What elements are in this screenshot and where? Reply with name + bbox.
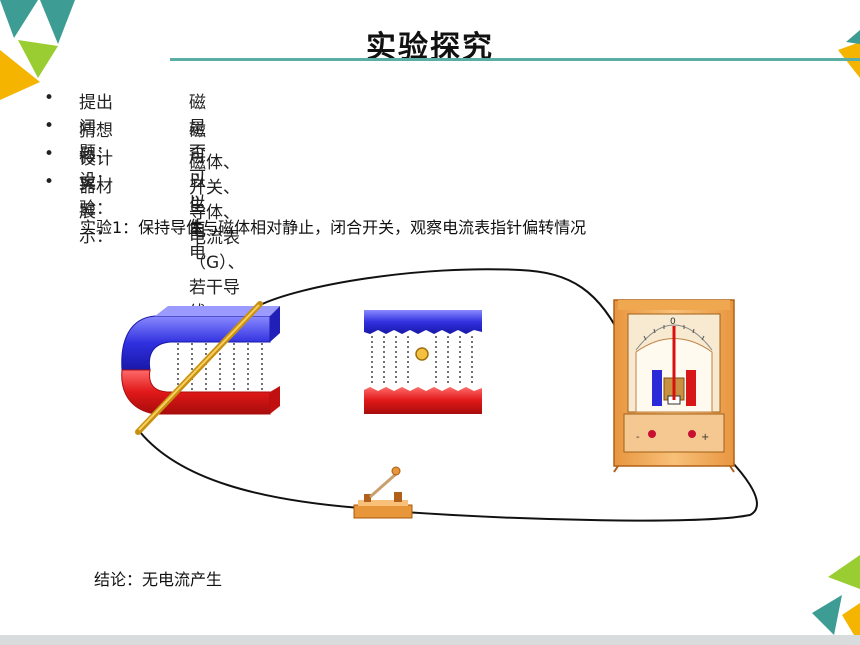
scale-tick xyxy=(692,328,695,334)
triangle-teal xyxy=(812,595,842,635)
switch-handle xyxy=(391,466,401,476)
scale-tick xyxy=(643,335,647,341)
galvanometer: 0 - + xyxy=(613,299,735,473)
bullet-mark: • xyxy=(44,116,55,136)
switch-clip-right xyxy=(394,492,402,502)
cross-section-north-pole xyxy=(364,310,482,334)
bullet-label: 提出问题： xyxy=(79,93,113,163)
corner-decoration-top-left xyxy=(0,0,75,100)
scale-tick xyxy=(701,335,705,341)
triangle-green xyxy=(828,555,860,589)
terminal-plus-label: + xyxy=(701,432,709,443)
meter-scale-arc xyxy=(635,324,713,351)
conductor-rod-highlight xyxy=(138,304,260,431)
bullet-value: 磁是否可以生电 xyxy=(189,93,206,263)
magnet-south-end-face xyxy=(270,386,280,414)
meter-magnet-blue xyxy=(652,370,662,406)
horseshoe-magnet xyxy=(121,306,280,415)
magnet-north-top-face xyxy=(155,306,280,316)
scale-tick xyxy=(653,328,656,334)
knife-switch xyxy=(353,466,413,519)
bullet-label: 猜想假设： xyxy=(79,121,113,191)
triangle-orange xyxy=(842,603,860,645)
bullet-mark: • xyxy=(44,172,55,192)
bullet-label: 设计实验： xyxy=(79,149,113,219)
cross-section-south-pole xyxy=(364,387,482,414)
meter-zero-label: 0 xyxy=(670,317,676,327)
terminal-minus-label: - xyxy=(636,432,640,443)
switch-blade xyxy=(369,472,397,499)
wire-bottom-left xyxy=(139,431,361,509)
wire-bottom-right xyxy=(403,431,758,522)
triangle-teal xyxy=(40,0,75,44)
magnetic-field-lines xyxy=(177,343,263,391)
conclusion-text: 结论：无电流产生 xyxy=(94,570,223,589)
bottom-bar xyxy=(0,635,860,645)
title-underline xyxy=(170,58,860,61)
bullet-value: 磁可以生电 xyxy=(189,121,206,241)
switch-clip-left xyxy=(364,494,371,502)
switch-base xyxy=(353,504,413,519)
triangle-teal xyxy=(846,30,860,44)
bullet-mark: • xyxy=(44,88,55,108)
magnet-north-end-face xyxy=(270,306,280,342)
wire-top xyxy=(257,268,626,346)
experiment-description: 实验1：保持导体与磁体相对静止，闭合开关，观察电流表指针偏转情况 xyxy=(80,218,587,237)
bullet-mark: • xyxy=(44,144,55,164)
triangle-green xyxy=(18,40,58,78)
magnet-cross-section xyxy=(364,310,482,414)
meter-leg-right xyxy=(729,465,735,473)
meter-terminal-panel xyxy=(623,413,725,453)
triangle-teal xyxy=(0,0,38,38)
cross-section-field-lines xyxy=(371,336,473,386)
meter-magnet-red xyxy=(686,370,696,406)
meter-top-trim xyxy=(618,300,730,310)
meter-leg-left xyxy=(613,465,619,473)
magnet-south-arm xyxy=(121,369,271,415)
terminal-negative xyxy=(648,430,656,438)
triangle-orange xyxy=(0,50,40,100)
conductor-cross-section xyxy=(415,347,429,361)
bullet-label: 器材展示： xyxy=(79,177,113,247)
meter-scale-ticks xyxy=(643,325,705,341)
switch-base-top xyxy=(358,500,408,506)
corner-decoration-bottom-right xyxy=(812,555,860,645)
terminal-positive xyxy=(688,430,696,438)
